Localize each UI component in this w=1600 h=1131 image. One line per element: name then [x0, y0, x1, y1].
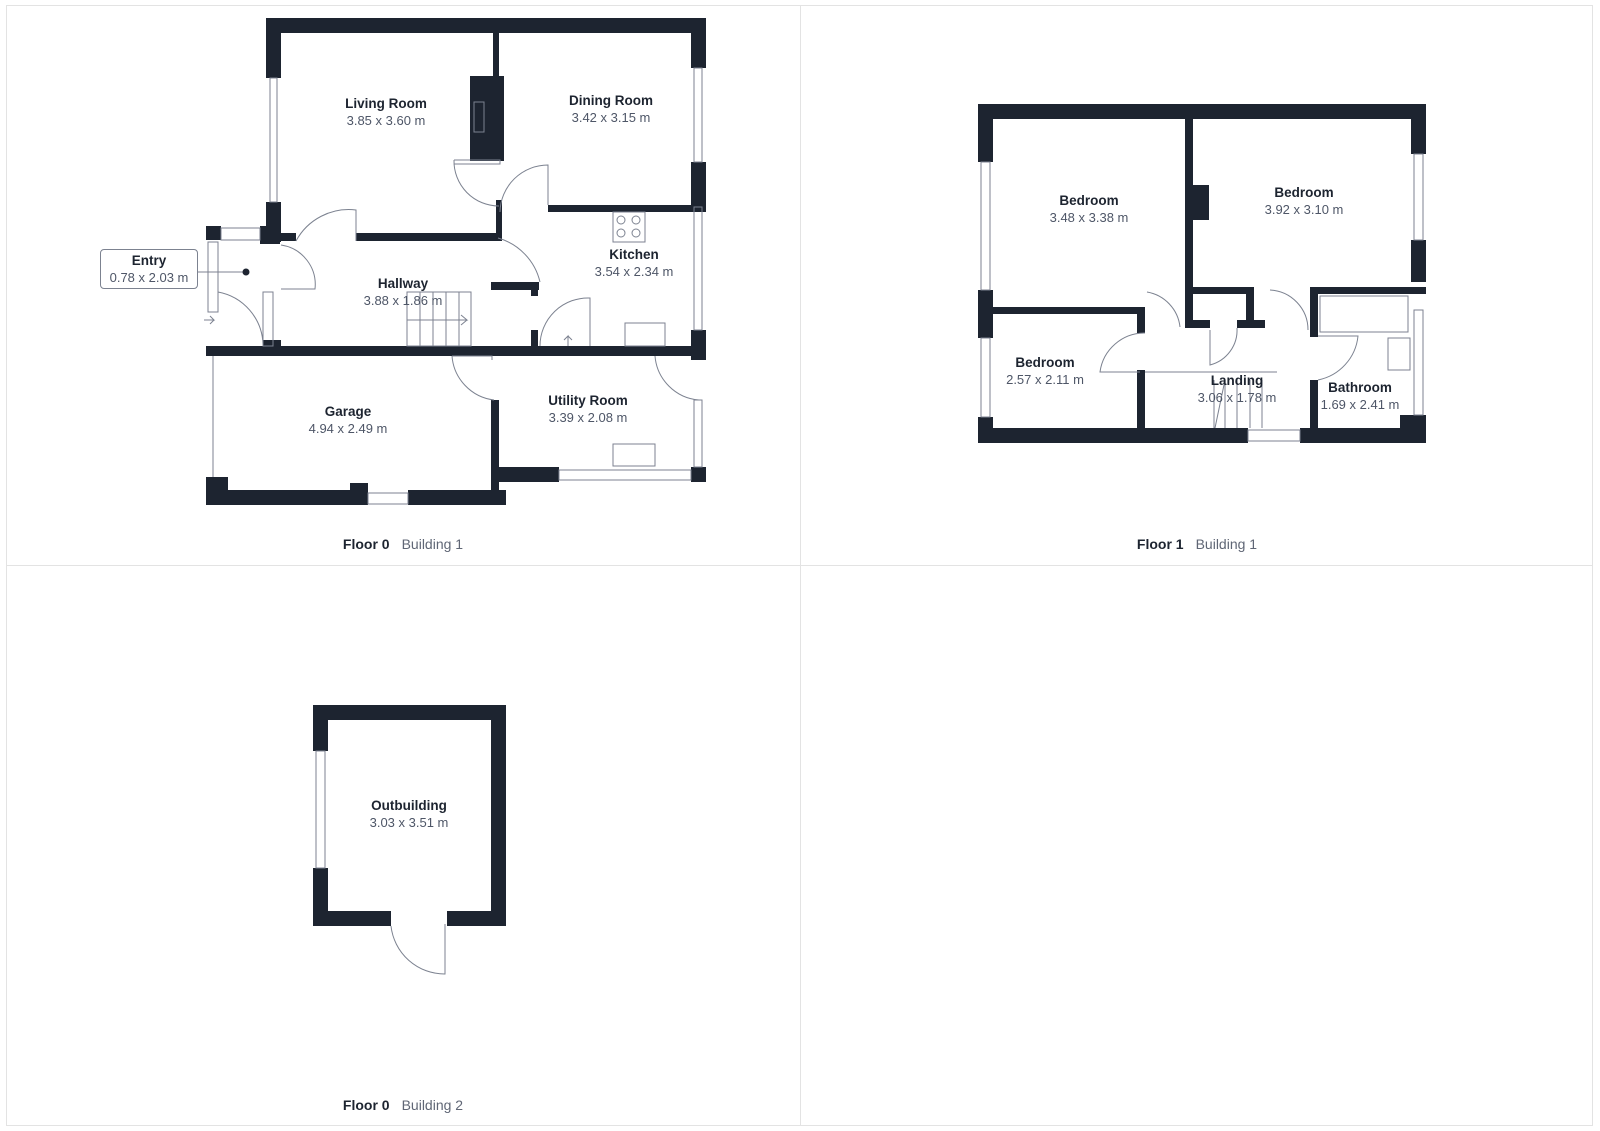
- room-dimensions: 3.92 x 3.10 m: [1264, 201, 1344, 217]
- room-dimensions: 3.88 x 1.86 m: [363, 292, 443, 308]
- room-dimensions: 1.69 x 2.41 m: [1320, 396, 1400, 412]
- room-label-entry: Entry 0.78 x 2.03 m: [100, 249, 198, 290]
- floor-label: Floor 0: [342, 536, 390, 552]
- caption-floor1-building1: Floor 1 Building 1: [1137, 536, 1257, 552]
- room-dimensions: 3.03 x 3.51 m: [369, 814, 449, 830]
- room-label-bedroom-3: Bedroom 2.57 x 2.11 m: [1006, 355, 1084, 388]
- room-name: Entry: [131, 253, 167, 268]
- room-dimensions: 3.85 x 3.60 m: [346, 112, 426, 128]
- building-label: Building 2: [401, 1097, 464, 1113]
- caption-floor0-building1: Floor 0 Building 1: [343, 536, 463, 552]
- room-name: Kitchen: [609, 247, 659, 262]
- room-label-garage: Garage 4.94 x 2.49 m: [309, 404, 388, 437]
- room-name: Bedroom: [1059, 193, 1119, 208]
- room-dimensions: 0.78 x 2.03 m: [109, 269, 189, 285]
- room-label-landing: Landing 3.06 x 1.78 m: [1198, 373, 1277, 406]
- room-dimensions: 3.42 x 3.15 m: [571, 109, 651, 125]
- room-label-bathroom: Bathroom 1.69 x 2.41 m: [1321, 380, 1400, 413]
- room-name: Bedroom: [1015, 355, 1075, 370]
- room-label-kitchen: Kitchen 3.54 x 2.34 m: [595, 247, 674, 280]
- room-name: Living Room: [345, 96, 427, 111]
- room-name: Dining Room: [569, 93, 653, 108]
- room-dimensions: 4.94 x 2.49 m: [308, 420, 388, 436]
- room-dimensions: 3.39 x 2.08 m: [548, 409, 628, 425]
- caption-floor0-building2: Floor 0 Building 2: [343, 1097, 463, 1113]
- grid-divider-horizontal: [6, 565, 1593, 566]
- room-label-outbuilding: Outbuilding 3.03 x 3.51 m: [370, 798, 449, 831]
- room-dimensions: 3.48 x 3.38 m: [1049, 209, 1129, 225]
- room-label-bedroom-1: Bedroom 3.48 x 3.38 m: [1050, 193, 1129, 226]
- floor-label: Floor 0: [342, 1097, 390, 1113]
- room-name: Landing: [1210, 373, 1264, 388]
- room-name: Bathroom: [1328, 380, 1392, 395]
- room-label-living-room: Living Room 3.85 x 3.60 m: [345, 96, 427, 129]
- room-label-bedroom-2: Bedroom 3.92 x 3.10 m: [1265, 185, 1344, 218]
- room-name: Outbuilding: [371, 798, 447, 813]
- building-label: Building 1: [1195, 536, 1258, 552]
- room-dimensions: 2.57 x 2.11 m: [1006, 371, 1084, 387]
- room-name: Hallway: [377, 276, 429, 291]
- room-label-utility-room: Utility Room 3.39 x 2.08 m: [548, 393, 628, 426]
- room-name: Bedroom: [1274, 185, 1334, 200]
- building-label: Building 1: [401, 536, 464, 552]
- room-label-hallway: Hallway 3.88 x 1.86 m: [364, 276, 443, 309]
- room-dimensions: 3.54 x 2.34 m: [594, 263, 674, 279]
- room-name: Utility Room: [548, 393, 628, 408]
- room-dimensions: 3.06 x 1.78 m: [1197, 389, 1277, 405]
- room-name: Garage: [324, 404, 372, 419]
- room-label-dining-room: Dining Room 3.42 x 3.15 m: [569, 93, 653, 126]
- floor-label: Floor 1: [1136, 536, 1184, 552]
